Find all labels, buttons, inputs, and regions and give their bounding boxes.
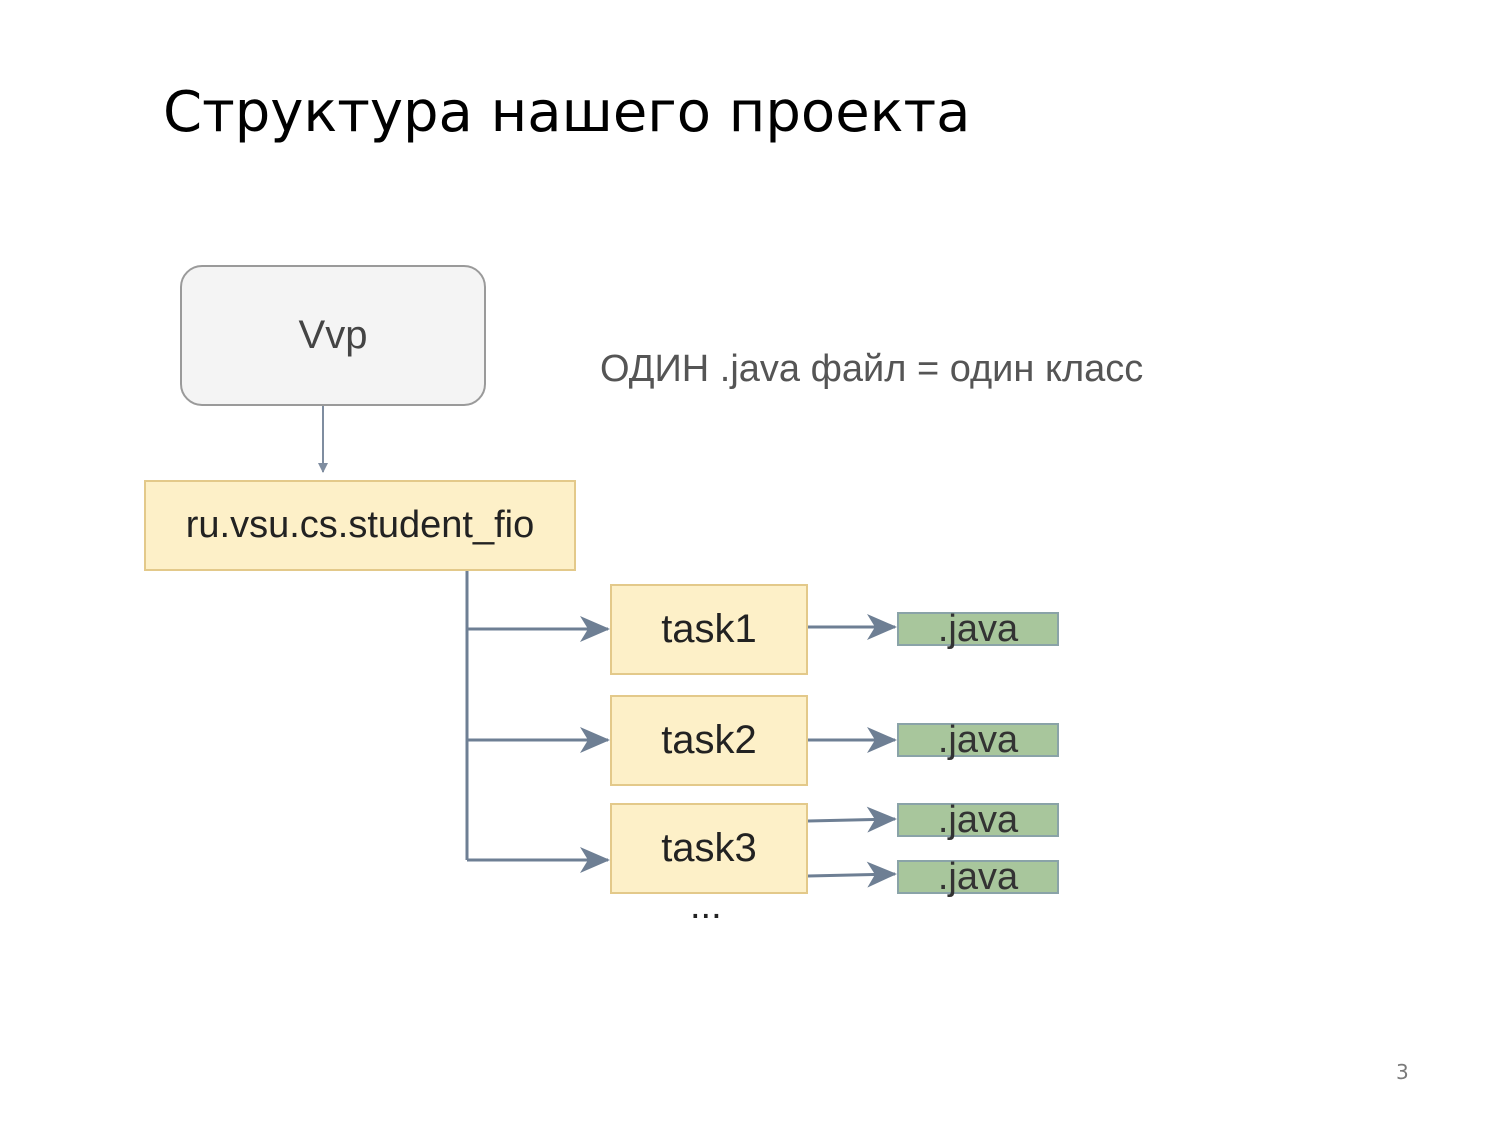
java-file-label: .java	[937, 799, 1019, 841]
java-file-node-3: .java	[897, 799, 1059, 841]
java-file-label: .java	[937, 719, 1019, 761]
task3-to-file1-edge	[807, 806, 897, 833]
task3-to-file2-edge	[807, 861, 897, 888]
more-tasks-ellipsis: ...	[690, 885, 722, 927]
root-node-vvp: Vvp	[180, 265, 486, 406]
java-file-label: .java	[937, 856, 1019, 898]
task-node-1: task1	[610, 584, 808, 675]
slide-title: Структура нашего проекта	[163, 80, 971, 145]
task-node-label: task3	[661, 826, 757, 870]
diagram-note: ОДИН .java файл = один класс	[600, 348, 1144, 390]
task-node-label: task2	[661, 718, 757, 762]
java-file-node-1: .java	[897, 608, 1059, 650]
package-node-label: ru.vsu.cs.student_fio	[185, 504, 535, 546]
page-number: 3	[1396, 1060, 1409, 1084]
java-file-node-4: .java	[897, 856, 1059, 898]
task-node-3: task3	[610, 803, 808, 894]
java-file-node-2: .java	[897, 719, 1059, 761]
root-node-label: Vvp	[298, 313, 368, 357]
task-node-label: task1	[661, 607, 757, 651]
java-file-label: .java	[937, 608, 1019, 650]
task-node-2: task2	[610, 695, 808, 786]
package-node: ru.vsu.cs.student_fio	[144, 480, 576, 571]
